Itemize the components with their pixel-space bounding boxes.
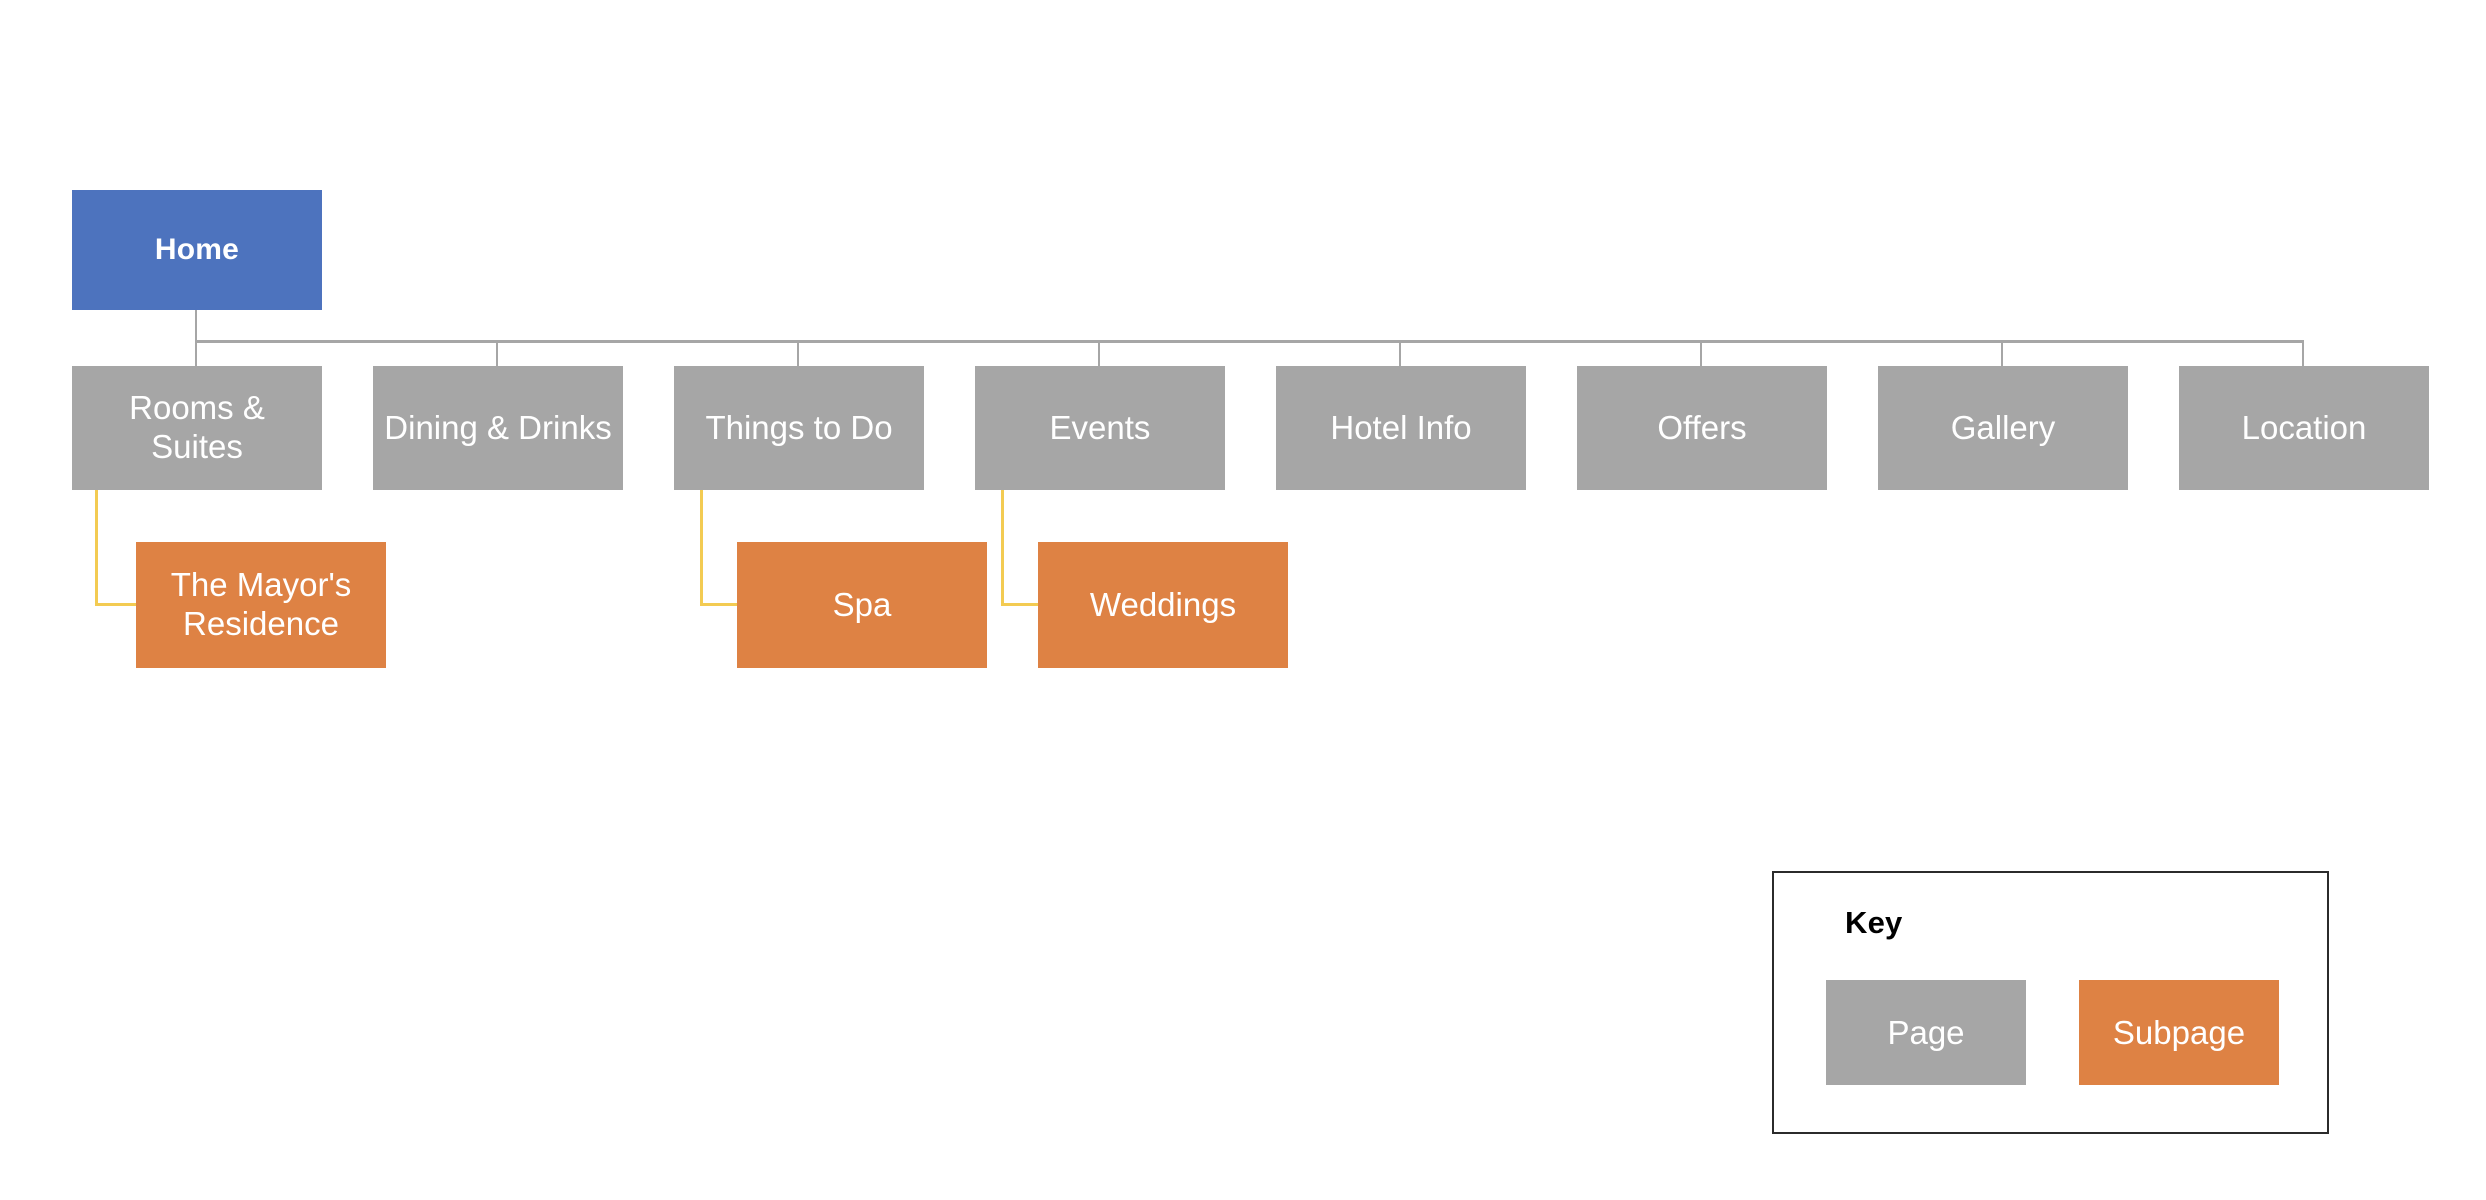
connector-drop-offers	[1700, 340, 1702, 366]
connector-drop-hotel-info	[1399, 340, 1401, 366]
node-the-mayors-residence[interactable]: The Mayor's Residence	[136, 542, 386, 668]
connector-drop-dining-drinks	[496, 340, 498, 366]
node-the-mayors-residence-label: The Mayor's Residence	[170, 566, 352, 642]
node-events[interactable]: Events	[975, 366, 1225, 490]
node-offers-label: Offers	[1657, 408, 1747, 446]
node-spa-label: Spa	[832, 585, 892, 623]
connector-subpage-mayors-residence-vertical	[95, 490, 98, 606]
key-swatch-page-label: Page	[1887, 1013, 1965, 1051]
node-location[interactable]: Location	[2179, 366, 2429, 490]
node-weddings[interactable]: Weddings	[1038, 542, 1288, 668]
node-home[interactable]: Home	[72, 190, 322, 310]
node-location-label: Location	[2241, 408, 2367, 446]
connector-drop-gallery	[2001, 340, 2003, 366]
connector-subpage-spa-vertical	[700, 490, 703, 606]
node-hotel-info-label: Hotel Info	[1330, 408, 1472, 446]
node-hotel-info[interactable]: Hotel Info	[1276, 366, 1526, 490]
connector-drop-events	[1098, 340, 1100, 366]
node-events-label: Events	[1049, 408, 1151, 446]
node-rooms-suites-label: Rooms & Suites	[129, 389, 265, 465]
node-rooms-suites[interactable]: Rooms & Suites	[72, 366, 322, 490]
node-dining-drinks[interactable]: Dining & Drinks	[373, 366, 623, 490]
key-swatch-page: Page	[1826, 980, 2026, 1085]
node-gallery-label: Gallery	[1950, 408, 2056, 446]
node-weddings-label: Weddings	[1089, 585, 1237, 623]
connector-drop-things-to-do	[797, 340, 799, 366]
key-swatch-subpage-label: Subpage	[2112, 1013, 2246, 1051]
connector-root-stem	[195, 310, 197, 342]
node-home-label: Home	[154, 233, 240, 267]
connector-subpage-weddings-horizontal	[1001, 603, 1041, 606]
node-dining-drinks-label: Dining & Drinks	[384, 408, 612, 446]
connector-horizontal-bus	[195, 340, 2303, 343]
connector-subpage-spa-horizontal	[700, 603, 740, 606]
node-spa[interactable]: Spa	[737, 542, 987, 668]
node-offers[interactable]: Offers	[1577, 366, 1827, 490]
connector-drop-location	[2302, 340, 2304, 366]
key-swatch-subpage: Subpage	[2079, 980, 2279, 1085]
node-things-to-do-label: Things to Do	[705, 408, 893, 446]
connector-subpage-mayors-residence-horizontal	[95, 603, 140, 606]
node-things-to-do[interactable]: Things to Do	[674, 366, 924, 490]
node-gallery[interactable]: Gallery	[1878, 366, 2128, 490]
key-title: Key	[1845, 905, 1903, 940]
connector-drop-rooms-suites	[195, 340, 197, 366]
connector-subpage-weddings-vertical	[1001, 490, 1004, 606]
